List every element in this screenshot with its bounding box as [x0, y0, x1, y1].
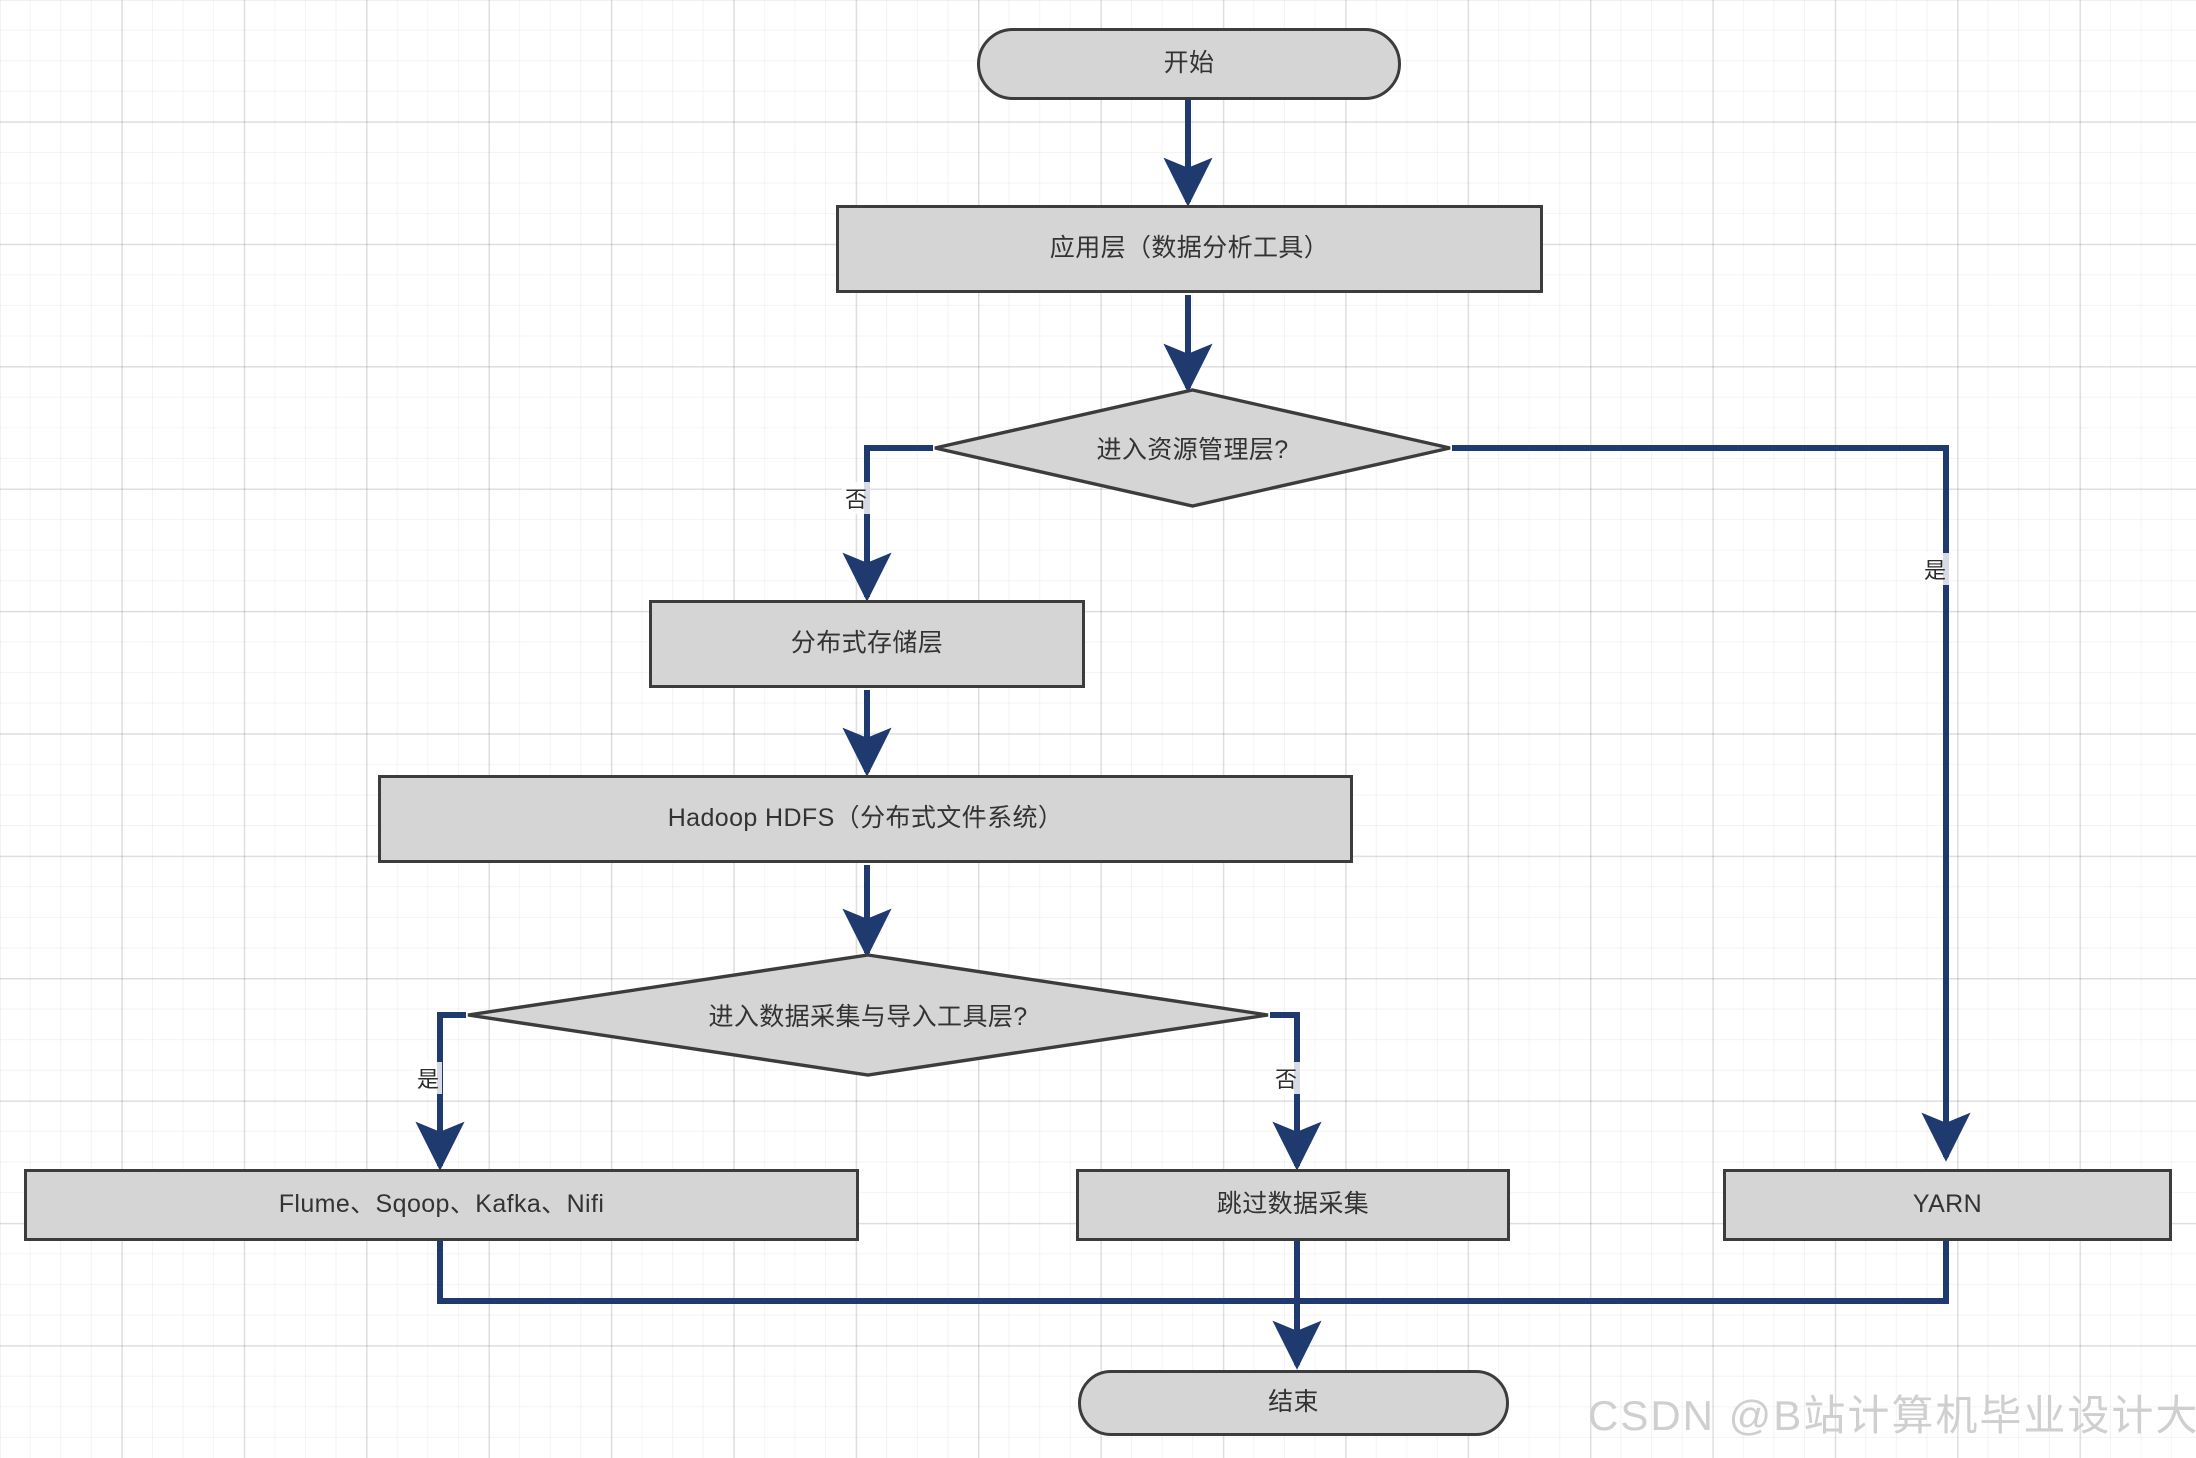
- node-app-layer-label: 应用层（数据分析工具）: [1049, 234, 1330, 263]
- edge-label-ingest-no: 否: [1272, 1062, 1301, 1094]
- edge-label-ingest-no-text: 否: [1275, 1067, 1298, 1092]
- edge-label-ingest-yes-text: 是: [417, 1067, 440, 1092]
- node-skip-ingest-label: 跳过数据采集: [1216, 1190, 1370, 1219]
- node-storage-layer[interactable]: 分布式存储层: [649, 600, 1085, 688]
- node-start-label: 开始: [1163, 49, 1215, 78]
- edge-label-resource-no: 否: [842, 482, 871, 514]
- csdn-watermark: CSDN @B站计算机毕业设计大学: [1588, 1382, 2196, 1443]
- node-ingest-tools[interactable]: Flume、Sqoop、Kafka、Nifi: [24, 1169, 859, 1241]
- node-decision-resource-label: 进入资源管理层?: [1096, 436, 1289, 464]
- node-end-label: 结束: [1268, 1388, 1319, 1417]
- edge-ingest-tools-to-end: [437, 1240, 1297, 1304]
- decision-ingest-shape: [467, 953, 1269, 1077]
- edge-decision-resource-yes: [1452, 445, 1971, 1162]
- node-yarn[interactable]: YARN: [1723, 1169, 2172, 1241]
- node-ingest-tools-label: Flume、Sqoop、Kafka、Nifi: [278, 1190, 605, 1219]
- edge-label-resource-no-text: 否: [845, 487, 868, 512]
- node-skip-ingest[interactable]: 跳过数据采集: [1076, 1169, 1510, 1241]
- node-app-layer[interactable]: 应用层（数据分析工具）: [836, 205, 1543, 293]
- node-decision-ingest[interactable]: 进入数据采集与导入工具层?: [466, 953, 1270, 1077]
- node-hdfs-label: Hadoop HDFS（分布式文件系统）: [667, 804, 1064, 833]
- node-yarn-label: YARN: [1912, 1190, 1983, 1219]
- node-hdfs[interactable]: Hadoop HDFS（分布式文件系统）: [378, 775, 1353, 863]
- edge-label-resource-yes: 是: [1921, 553, 1950, 585]
- edge-label-resource-yes-text: 是: [1924, 558, 1947, 583]
- decision-resource-shape: [934, 388, 1451, 508]
- edge-yarn-to-end: [1297, 1240, 1949, 1304]
- edge-decision-ingest-yes: [415, 1012, 466, 1171]
- node-storage-layer-label: 分布式存储层: [790, 629, 944, 658]
- node-decision-resource[interactable]: 进入资源管理层?: [933, 388, 1452, 508]
- edge-decision-resource-no: [842, 445, 933, 602]
- edge-label-ingest-yes: 是: [414, 1062, 443, 1094]
- node-start[interactable]: 开始: [977, 28, 1401, 100]
- csdn-watermark-text: CSDN @B站计算机毕业设计大学: [1588, 1392, 2196, 1439]
- node-decision-ingest-label: 进入数据采集与导入工具层?: [708, 1003, 1028, 1031]
- node-end[interactable]: 结束: [1078, 1370, 1509, 1436]
